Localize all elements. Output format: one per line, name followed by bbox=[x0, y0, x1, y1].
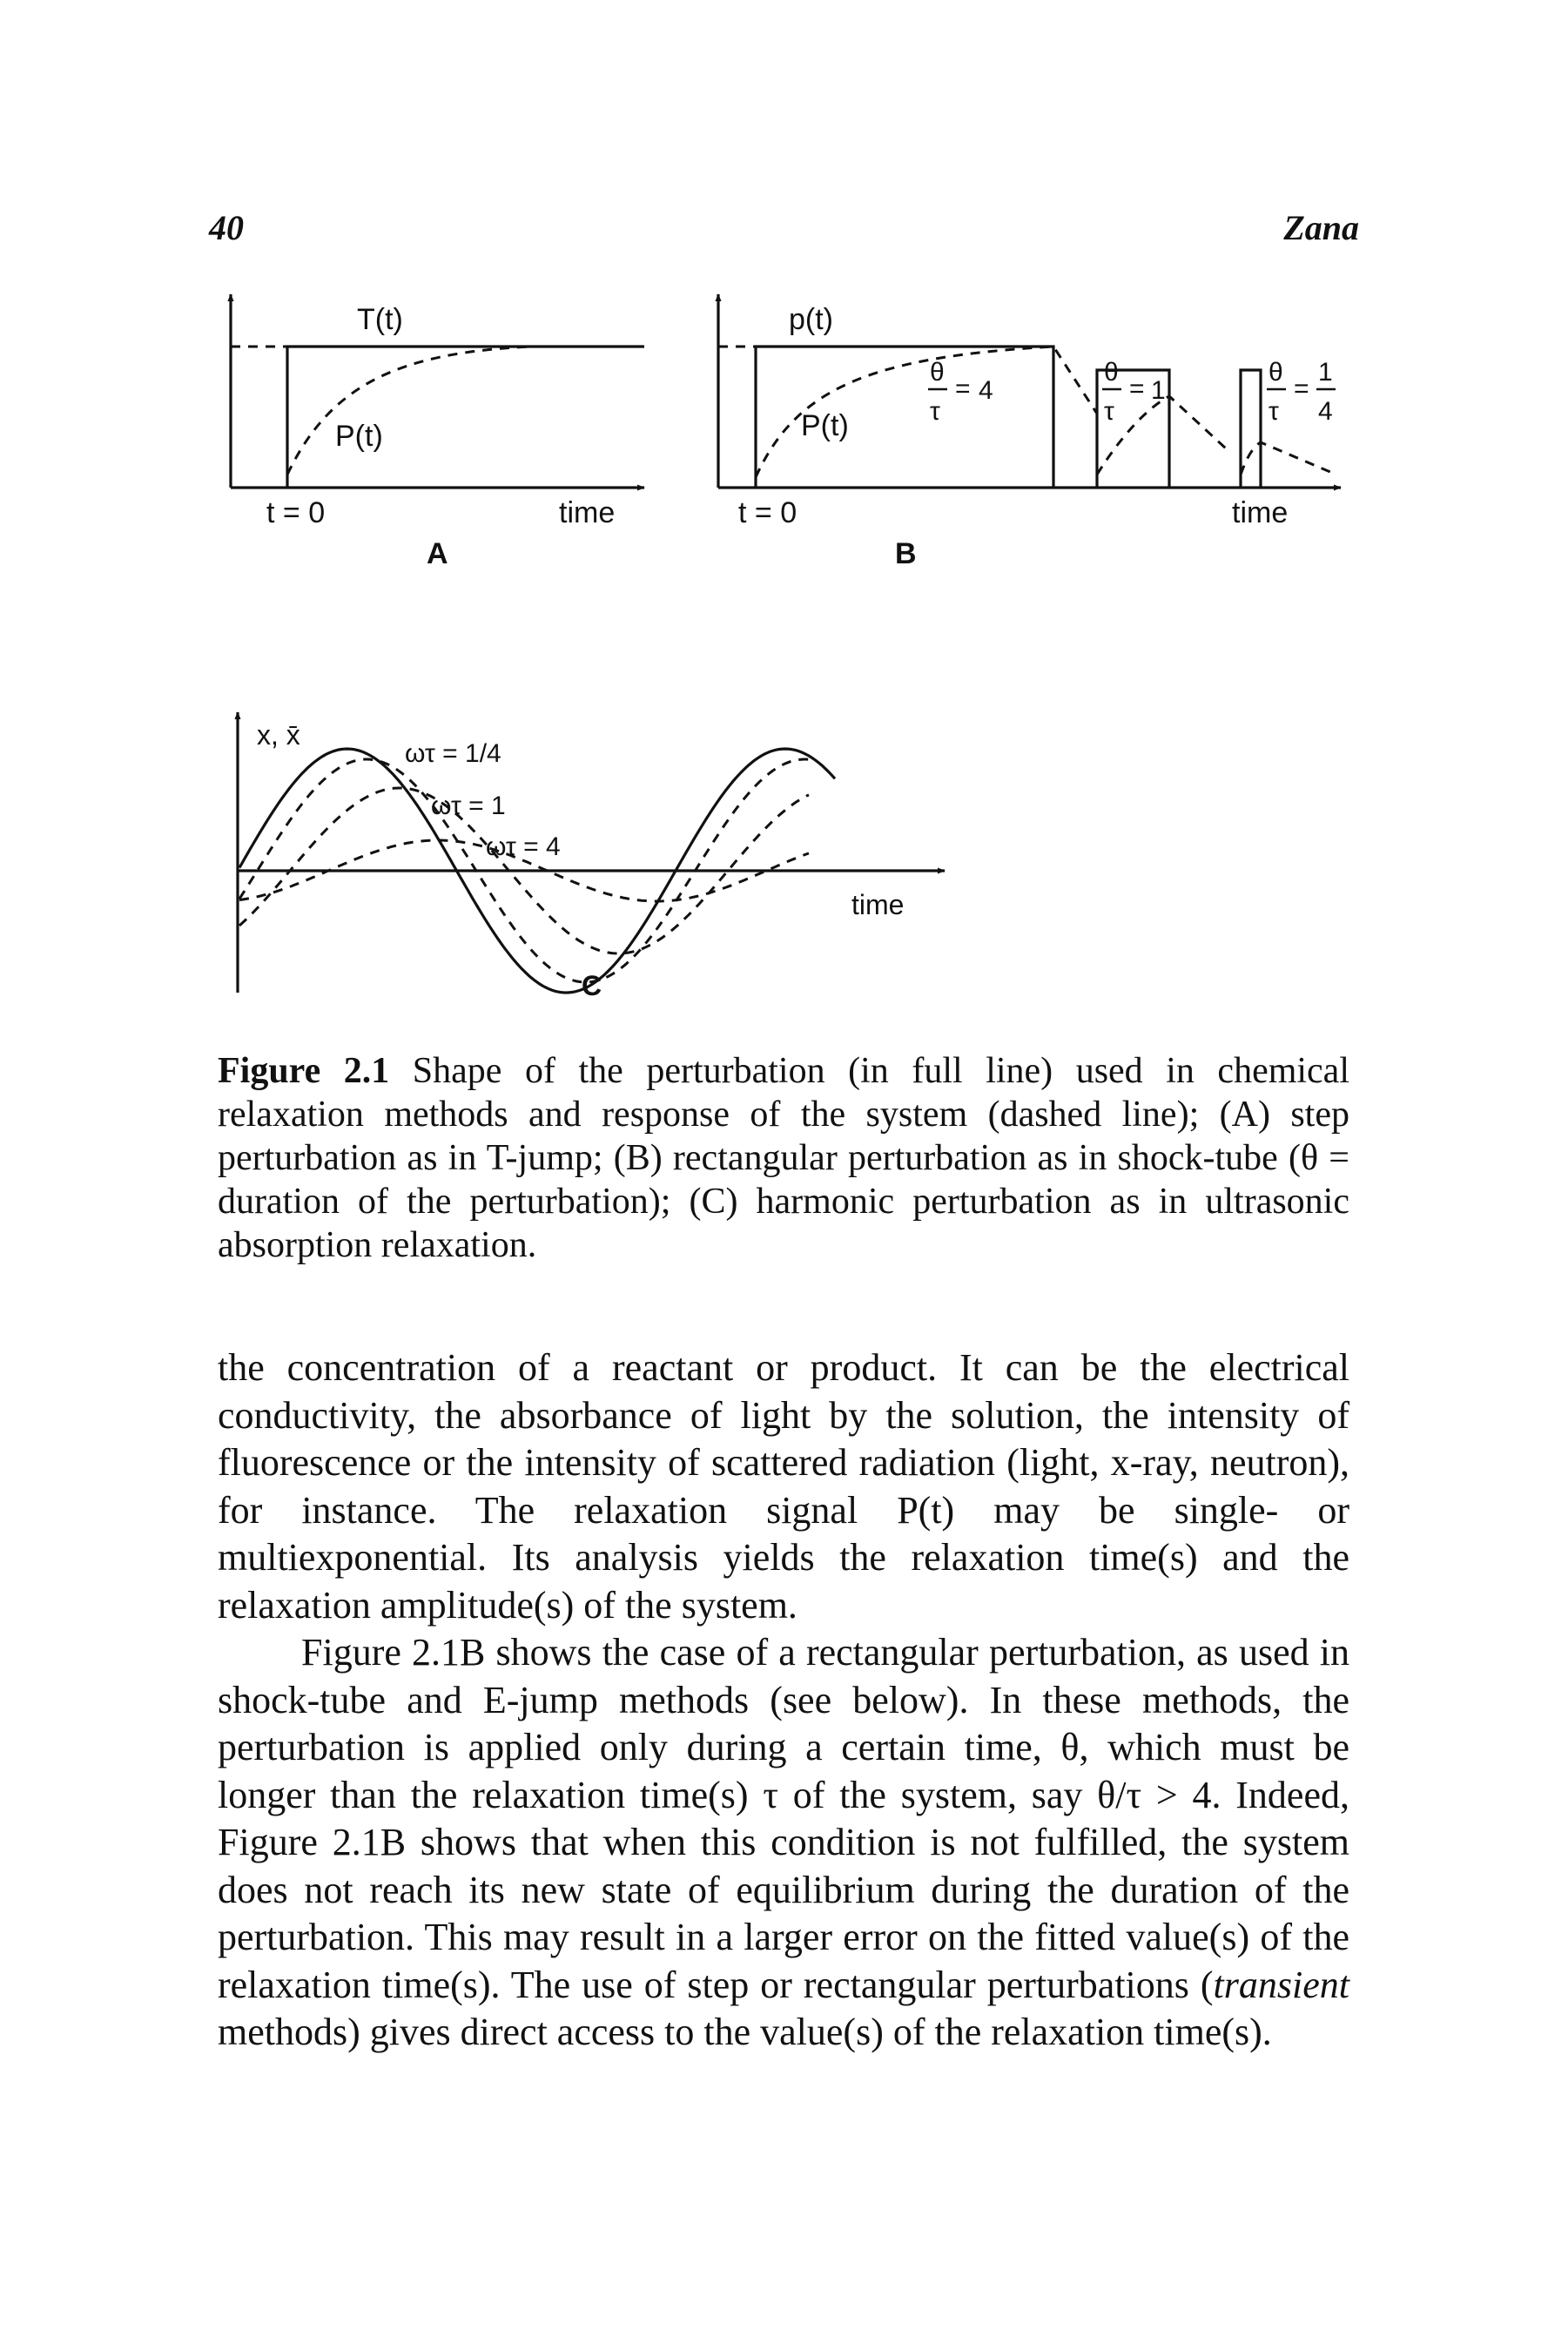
panel-c-curve-label-2: ωτ = 1 bbox=[431, 792, 506, 820]
panel-c-label: C bbox=[582, 970, 602, 1001]
panel-b-short-pulse bbox=[1239, 368, 1262, 488]
panel-c-response-wt-1 bbox=[238, 786, 810, 955]
paragraph-2: Figure 2.1B shows the case of a rectangu… bbox=[218, 1631, 1349, 2053]
svg-text:4: 4 bbox=[1318, 397, 1333, 426]
svg-text:=: = bbox=[955, 374, 971, 403]
panel-c-curve-label-3: ωτ = 4 bbox=[486, 832, 561, 861]
paragraph-1: the concentration of a reactant or produ… bbox=[218, 1346, 1349, 1627]
ratio-label-4: θ τ = 4 bbox=[928, 358, 993, 426]
panel-b-response-medium bbox=[1095, 394, 1228, 475]
svg-text:4: 4 bbox=[979, 376, 993, 405]
figure-2-1: T(t) P(t) t = 0 time A p(t) P(t) θ τ = 4… bbox=[227, 293, 1342, 1001]
panel-b-ylabel: p(t) bbox=[789, 303, 833, 336]
svg-text:θ: θ bbox=[1104, 358, 1119, 387]
panel-a-start-label: t = 0 bbox=[266, 496, 325, 529]
caption-text: Shape of the perturbation (in full line)… bbox=[218, 1051, 1349, 1265]
panel-c: x, x̄ ωτ = 1/4 ωτ = 1 ωτ = 4 time C bbox=[234, 711, 946, 1001]
panel-b-label: B bbox=[895, 537, 917, 570]
panel-a-step-perturbation bbox=[286, 345, 644, 488]
panel-b: p(t) P(t) θ τ = 4 θ τ = 1 θ τ = 1 4 t = … bbox=[715, 293, 1342, 570]
panel-c-xlabel: time bbox=[851, 889, 904, 920]
running-head: Zana bbox=[1283, 208, 1359, 247]
panel-b-long-pulse bbox=[754, 345, 1055, 488]
ratio-label-quarter: θ τ = 1 4 bbox=[1267, 358, 1336, 426]
panel-b-medium-pulse bbox=[1095, 368, 1171, 488]
svg-text:=: = bbox=[1294, 374, 1309, 403]
panel-c-perturbation-sine bbox=[238, 747, 837, 994]
page-number: 40 bbox=[209, 208, 244, 247]
panel-b-curve-label: P(t) bbox=[801, 409, 849, 442]
panel-b-response-short bbox=[1239, 441, 1337, 476]
panel-a-response-curve bbox=[286, 345, 532, 475]
panel-c-curve-label-1: ωτ = 1/4 bbox=[405, 739, 501, 768]
panel-a-label: A bbox=[427, 537, 448, 570]
figure-caption: Figure 2.1 Shape of the perturbation (in… bbox=[218, 1049, 1349, 1267]
panel-a-xlabel: time bbox=[559, 496, 615, 529]
svg-text:=: = bbox=[1129, 374, 1145, 403]
panel-a: T(t) P(t) t = 0 time A bbox=[227, 293, 645, 570]
panel-c-ylabel: x, x̄ bbox=[257, 719, 300, 751]
svg-text:θ: θ bbox=[930, 358, 945, 387]
panel-c-response-wt-quarter bbox=[238, 758, 818, 984]
panel-a-ylabel: T(t) bbox=[357, 303, 403, 336]
panel-b-start-label: t = 0 bbox=[738, 496, 797, 529]
panel-c-response-wt-4 bbox=[239, 839, 810, 903]
caption-label: Figure 2.1 bbox=[218, 1051, 390, 1091]
svg-text:1: 1 bbox=[1151, 376, 1166, 405]
svg-text:τ: τ bbox=[1104, 397, 1114, 426]
svg-text:1: 1 bbox=[1318, 358, 1333, 387]
svg-text:τ: τ bbox=[930, 397, 940, 426]
svg-text:θ: θ bbox=[1269, 358, 1283, 387]
panel-b-response-long bbox=[754, 345, 1099, 478]
panel-b-xlabel: time bbox=[1232, 496, 1288, 529]
body-text: the concentration of a reactant or produ… bbox=[218, 1344, 1349, 2057]
ratio-label-1: θ τ = 1 bbox=[1102, 358, 1166, 426]
panel-a-curve-label: P(t) bbox=[335, 420, 383, 453]
svg-text:τ: τ bbox=[1269, 397, 1279, 426]
